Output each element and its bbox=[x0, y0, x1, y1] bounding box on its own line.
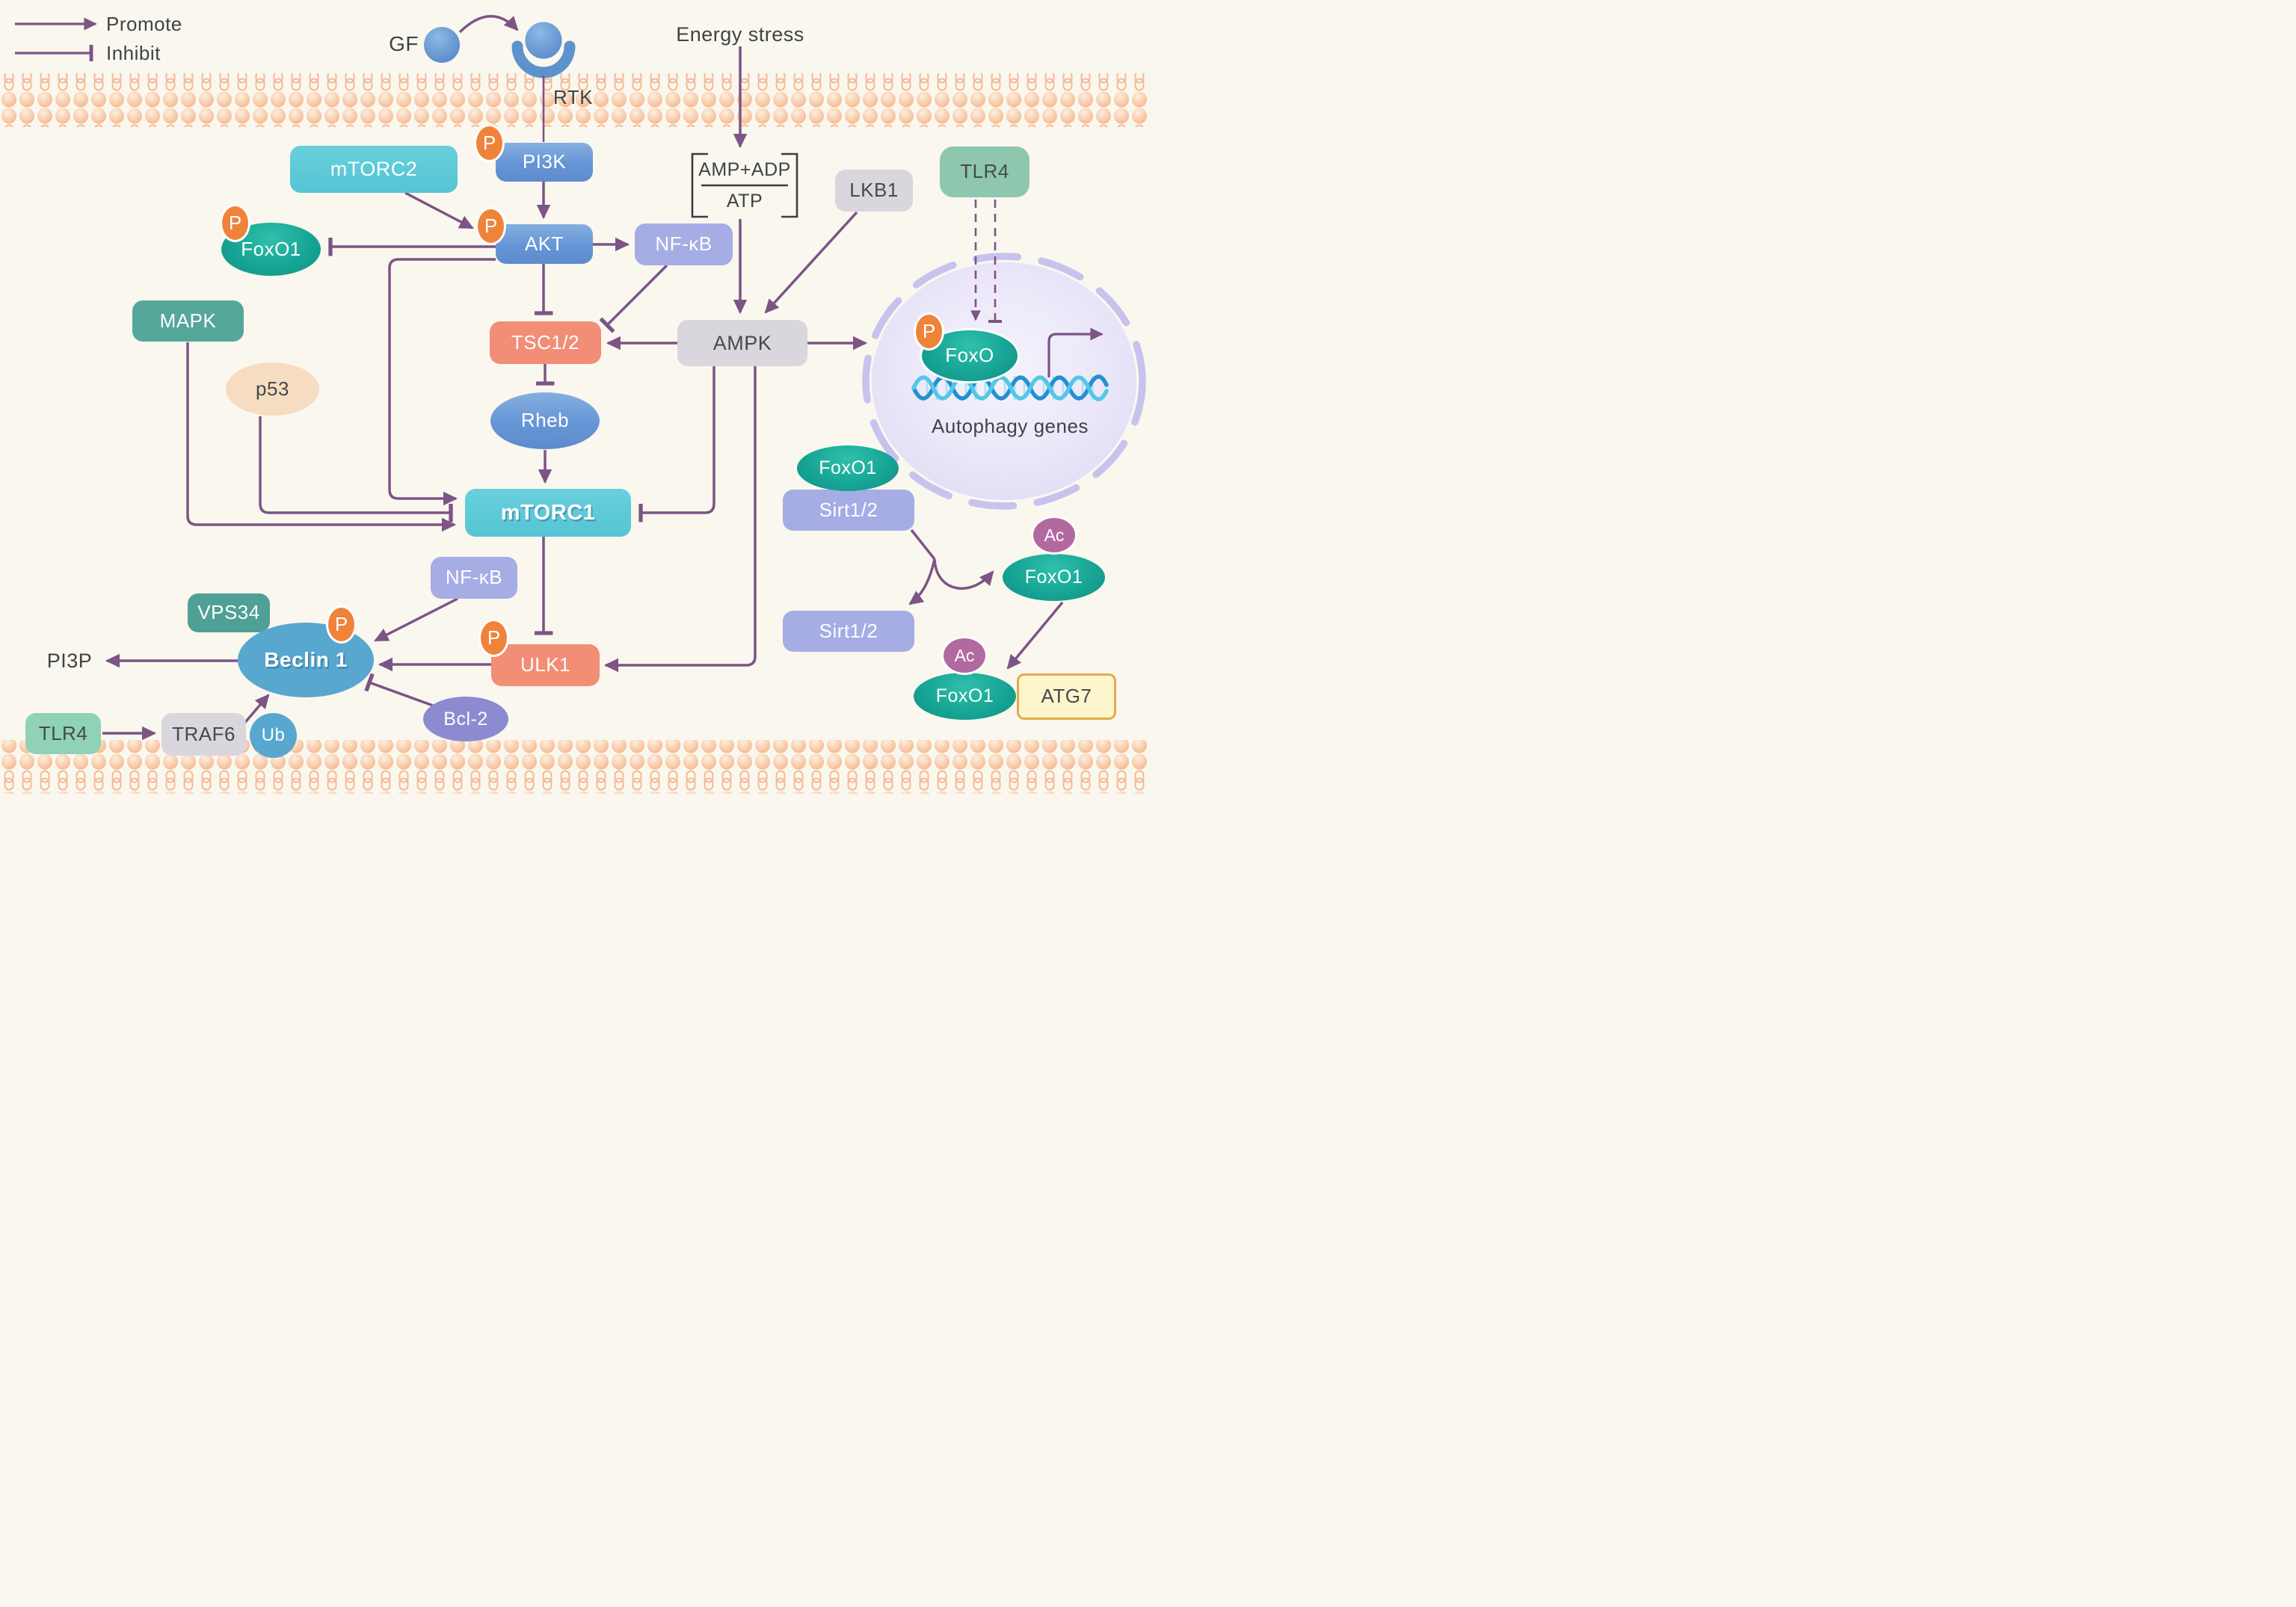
edge-nfkb-inhibits-tsc12 bbox=[607, 264, 668, 325]
edge-p53-inhibits-mtorc1 bbox=[259, 416, 451, 513]
node-sirt12-complex: Sirt1/2 bbox=[783, 490, 914, 531]
edge-gf-to-rtk bbox=[458, 15, 519, 34]
node-mtorc1: mTORC1 bbox=[465, 489, 631, 537]
edge-nfkb-to-beclin1 bbox=[374, 597, 458, 642]
node-bcl2: Bcl-2 bbox=[423, 697, 508, 741]
phospho-badge-beclin1: P bbox=[326, 605, 357, 644]
edge-traf6-to-beclin1 bbox=[241, 694, 270, 727]
node-nfkb-top: NF-κB bbox=[635, 223, 733, 265]
atp-label: ATP bbox=[726, 190, 763, 212]
cell-membrane-top bbox=[0, 73, 1148, 127]
node-mtorc2: mTORC2 bbox=[290, 146, 458, 193]
autophagy-genes-label: Autophagy genes bbox=[932, 414, 1089, 437]
pathway-diagram: Promote Inhibit GF Energy stress RTK AMP… bbox=[0, 0, 1148, 804]
gf-ligand-icon bbox=[424, 27, 460, 63]
edge-mapk-to-mtorc1 bbox=[186, 342, 457, 532]
node-akt: AKT bbox=[496, 224, 593, 264]
edge-acfoxo1-to-atg7complex bbox=[1006, 601, 1064, 670]
edge-split-to-acfoxo1 bbox=[933, 558, 994, 590]
acetyl-badge-upper: Ac bbox=[1031, 516, 1077, 555]
node-foxo1-ac-upper: FoxO1 bbox=[1003, 554, 1105, 601]
transcription-arrow bbox=[1047, 327, 1104, 377]
energy-stress-label: Energy stress bbox=[676, 22, 804, 46]
phospho-badge-pi3k: P bbox=[474, 124, 505, 162]
node-foxo1-complex: FoxO1 bbox=[797, 445, 899, 491]
node-p53: p53 bbox=[226, 363, 319, 416]
edge-lkb1-to-ampk bbox=[764, 211, 858, 314]
phospho-badge-ulk1: P bbox=[478, 619, 509, 657]
node-sirt12-free: Sirt1/2 bbox=[783, 611, 914, 652]
node-lkb1: LKB1 bbox=[835, 170, 913, 212]
rtk-label: RTK bbox=[553, 85, 594, 108]
rtk-receptor-icon bbox=[511, 19, 576, 142]
node-tlr4-bottom: TLR4 bbox=[25, 713, 101, 754]
node-pi3k: PI3K bbox=[496, 143, 593, 182]
node-tlr4-top: TLR4 bbox=[940, 146, 1029, 197]
edge-bcl2-inhibits-beclin1 bbox=[369, 682, 436, 708]
node-ulk1: ULK1 bbox=[491, 644, 600, 686]
pi3p-label: PI3P bbox=[46, 649, 93, 672]
phospho-badge-foxo-nucleus: P bbox=[914, 312, 944, 351]
edge-split-to-sirt12 bbox=[908, 558, 936, 605]
node-mapk: MAPK bbox=[132, 300, 244, 342]
edge-ampk-inhibits-mtorc1 bbox=[641, 366, 715, 513]
edge-foxo1sirt-split bbox=[910, 528, 936, 561]
legend-inhibit-label: Inhibit bbox=[106, 41, 161, 64]
legend-promote-label: Promote bbox=[106, 12, 182, 35]
gf-label: GF bbox=[389, 32, 419, 55]
node-vps34: VPS34 bbox=[188, 593, 270, 632]
node-ampk: AMPK bbox=[677, 320, 807, 366]
edge-ampk-to-ulk1 bbox=[603, 366, 757, 673]
node-traf6: TRAF6 bbox=[161, 713, 246, 756]
node-tsc12: TSC1/2 bbox=[490, 321, 601, 364]
acetyl-badge-lower: Ac bbox=[941, 636, 988, 675]
amp-adp-label: AMP+ADP bbox=[698, 158, 791, 180]
node-foxo1-ac-lower: FoxO1 bbox=[914, 673, 1016, 720]
node-nfkb-bottom: NF-κB bbox=[431, 557, 517, 599]
amp-atp-bracket bbox=[691, 152, 798, 218]
edge-mtorc2-to-akt bbox=[404, 191, 474, 229]
node-rheb: Rheb bbox=[490, 392, 600, 449]
phospho-badge-foxo1: P bbox=[220, 204, 250, 242]
edge-akt-to-mtorc1 bbox=[388, 258, 496, 506]
phospho-badge-akt: P bbox=[475, 207, 506, 245]
node-atg7: ATG7 bbox=[1017, 673, 1116, 720]
node-ub: Ub bbox=[250, 713, 297, 758]
